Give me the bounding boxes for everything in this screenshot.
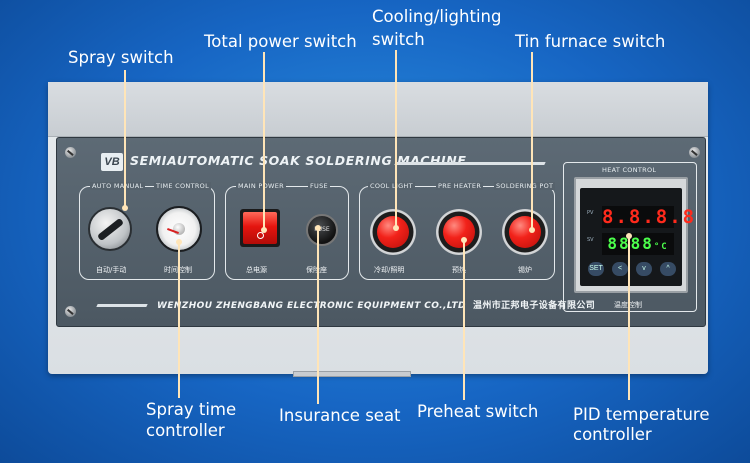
spray-time-callout-line1: Spray time (146, 400, 237, 419)
main-power-cn-label: 总电源 (246, 266, 267, 274)
cool-light-cn-label: 冷却/照明 (374, 266, 405, 274)
insurance-seat-leader (315, 225, 321, 404)
down-key[interactable]: v (636, 262, 652, 276)
title-rule (394, 162, 546, 165)
brand-logo: VB (101, 153, 123, 171)
cooling-lighting-callout-line2: switch (372, 30, 425, 49)
pv-tag: PV (587, 210, 594, 216)
machine-title: SEMIAUTOMATIC SOAK SOLDERING MACHINE (130, 153, 467, 168)
unit-label: °C (653, 242, 669, 252)
soldering-pot-label: SOLDERING POT (494, 182, 556, 190)
screw-icon (65, 147, 76, 158)
total-power-switch-callout: Total power switch (204, 32, 357, 51)
heater-group: COOL LIGHT PRE HEATER SOLDERING POT 冷却/照… (359, 182, 556, 280)
insurance-seat-callout: Insurance seat (279, 406, 401, 425)
control-panel: VB SEMIAUTOMATIC SOAK SOLDERING MACHINE … (56, 137, 706, 327)
preheater-cn-label: 预热 (452, 266, 466, 274)
spray-group: AUTO MANUAL TIME CONTROL 自动/手动 时间控制 (79, 182, 215, 280)
screw-icon (65, 306, 76, 317)
cooling-lighting-leader (393, 50, 399, 231)
fuse-holder[interactable]: FUSE (306, 214, 338, 246)
pid-keypad: SET < v ^ (584, 262, 678, 280)
sv-tag: SV (587, 237, 594, 243)
auto-manual-cn-label: 自动/手动 (96, 266, 127, 274)
spray-time-leader (176, 239, 182, 398)
machine-foot-slot (293, 371, 411, 377)
brand-rule-left (96, 304, 148, 307)
cooling-lighting-button[interactable] (370, 209, 416, 255)
main-power-switch[interactable] (240, 209, 280, 247)
manufacturer-line: WENZHOU ZHENGBANG ELECTRONIC EQUIPMENT C… (157, 301, 596, 311)
spray-switch-knob[interactable] (88, 207, 132, 251)
cooling-lighting-callout-line1: Cooling/lighting (372, 7, 502, 26)
total-power-leader (261, 52, 267, 233)
main-power-label: MAIN POWER (236, 182, 286, 190)
pid-callout-line2: controller (573, 425, 652, 444)
auto-manual-label: AUTO MANUAL (90, 182, 146, 190)
spray-switch-callout: Spray switch (68, 48, 174, 67)
power-group: MAIN POWER FUSE FUSE 总电源 保险座 (225, 182, 349, 280)
pid-leader (626, 233, 632, 400)
spray-time-callout-line2: controller (146, 421, 225, 440)
preheat-switch-callout: Preheat switch (417, 402, 539, 421)
cool-light-label: COOL LIGHT (368, 182, 415, 190)
pid-callout-line1: PID temperature (573, 405, 710, 424)
preheat-button[interactable] (436, 209, 482, 255)
soldering-pot-cn-label: 锡炉 (518, 266, 532, 274)
machine-top-strip (48, 82, 708, 137)
left-key[interactable]: < (612, 262, 628, 276)
up-key[interactable]: ^ (660, 262, 676, 276)
heat-control-label: HEAT CONTROL (602, 166, 657, 174)
tin-furnace-switch-callout: Tin furnace switch (515, 32, 666, 51)
spray-switch-leader (122, 70, 128, 211)
fuse-cn-label: 保险座 (306, 265, 327, 275)
set-key[interactable]: SET (588, 262, 604, 276)
preheater-label: PRE HEATER (436, 182, 484, 190)
screw-icon (689, 147, 700, 158)
fuse-label: FUSE (308, 182, 330, 190)
time-control-label: TIME CONTROL (154, 182, 212, 190)
tin-furnace-leader (529, 52, 535, 233)
pv-display: 8.8.8.8 (602, 206, 697, 228)
preheat-leader (461, 237, 467, 400)
sv-display: 8888°C (602, 233, 674, 255)
tin-furnace-button[interactable] (502, 209, 548, 255)
